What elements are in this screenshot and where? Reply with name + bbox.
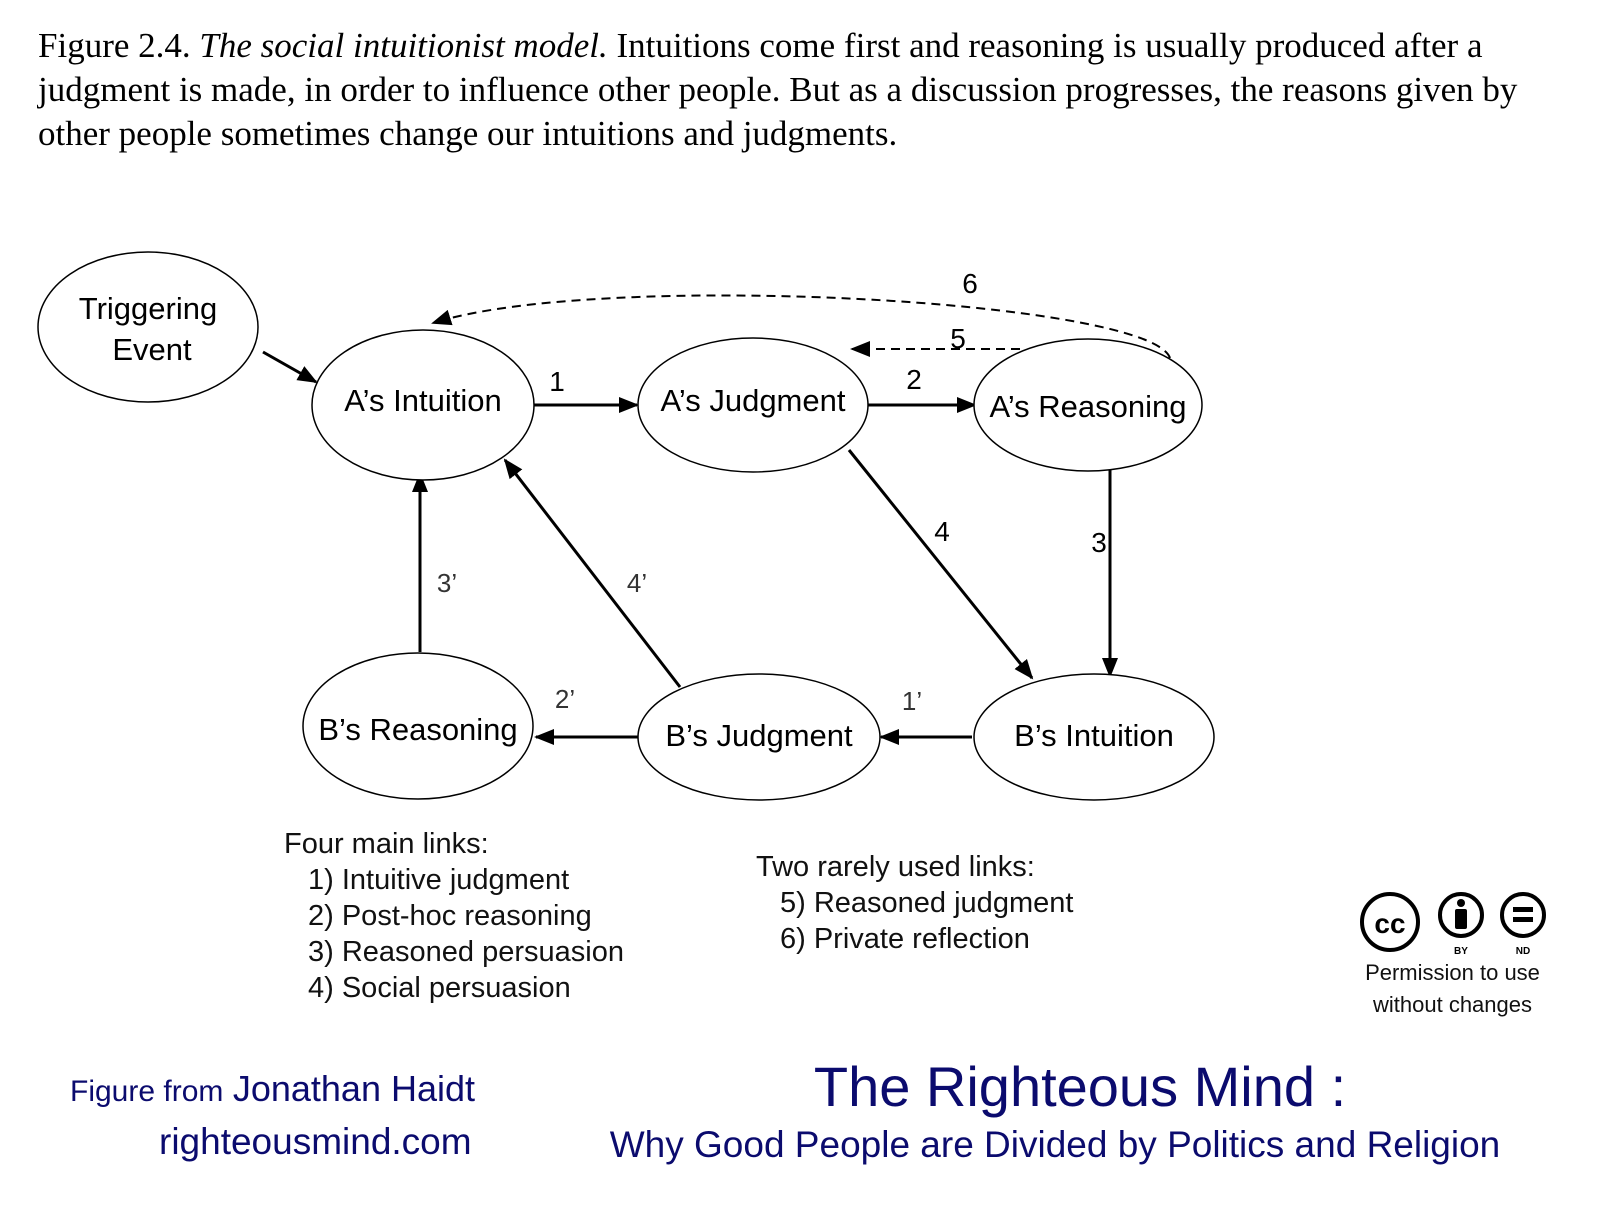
node-triggering-event: Triggering Event [37,251,259,403]
node-a-reasoning: A’s Reasoning [973,338,1203,472]
license-line-2: without changes [1373,992,1532,1017]
credit-prefix: Figure from [70,1075,224,1108]
figure-title: The social intuitionist model. [199,26,608,65]
node-b-intuition: B’s Intuition [973,673,1215,801]
edge-6-a-reasoning-to-a-intuition [431,294,1171,359]
legend-main-item: 2) Post-hoc reasoning [308,900,592,932]
legend-main-item: 1) Intuitive judgment [308,864,570,896]
node-b-reasoning: B’s Reasoning [302,652,534,800]
cc-nd-label: ND [1516,946,1530,957]
credit-line-author: Figure from Jonathan Haidt [70,1064,475,1117]
legend-rare-item: 5) Reasoned judgment [780,887,1074,919]
cc-by-label: BY [1454,946,1468,957]
edge-trigger-to-a-intuition [262,350,318,384]
book-subtitle: Why Good People are Divided by Politics … [609,1124,1501,1165]
node-triggering-label-1: Triggering [79,291,217,326]
node-b-reasoning-label: B’s Reasoning [318,712,517,747]
figure-credit: Figure from Jonathan Haidt righteousmind… [70,1064,475,1167]
node-b-judgment-label: B’s Judgment [665,718,853,753]
license-line-1: Permission to use [1365,960,1540,985]
figure-caption: Figure 2.4. The social intuitionist mode… [38,24,1578,156]
legend-rare-title: Two rarely used links: [756,851,1035,883]
node-a-intuition-label: A’s Intuition [344,383,501,418]
link-label-3-prime: 3’ [437,568,457,598]
node-a-judgment: A’s Judgment [637,337,869,473]
figure-number: Figure 2.4. [38,26,191,65]
node-a-reasoning-label: A’s Reasoning [989,389,1186,424]
license-text: Permission to use without changes [1340,957,1565,1021]
person-icon [1457,899,1465,907]
link-label-1: 1 [549,366,565,397]
link-label-4: 4 [934,516,950,547]
link-label-2-prime: 2’ [555,684,575,714]
legend-main-item: 3) Reasoned persuasion [308,936,624,968]
legend-rare-item: 6) Private reflection [780,923,1030,955]
link-label-2: 2 [906,364,922,395]
legend-rare-links: Two rarely used links: 5) Reasoned judgm… [756,849,1073,957]
legend-main-title: Four main links: [284,828,489,860]
edge-4p-b-judgment-to-a-intuition [503,458,682,688]
link-label-1-prime: 1’ [902,686,922,716]
legend-main-item: 4) Social persuasion [308,972,571,1004]
book-title: The Righteous Mind : [813,1055,1347,1118]
link-label-6: 6 [962,268,978,299]
legend-main-links: Four main links: 1) Intuitive judgment 2… [284,826,624,1006]
credit-site: righteousmind.com [159,1121,472,1162]
link-label-4-prime: 4’ [627,568,647,598]
figure-description: Intuitions come first and reasoning is u… [38,26,1518,153]
book-title-block: The Righteous Mind : Why Good People are… [600,1052,1510,1168]
link-label-5: 5 [950,323,966,354]
node-b-judgment: B’s Judgment [637,673,881,801]
equals-icon [1513,907,1533,912]
credit-author: Jonathan Haidt [232,1068,476,1109]
node-triggering-label-2: Event [112,332,192,367]
link-label-3: 3 [1091,527,1107,558]
node-a-judgment-label: A’s Judgment [661,383,846,418]
node-b-intuition-label: B’s Intuition [1014,718,1174,753]
edge-4-a-judgment-to-b-intuition [847,449,1034,680]
cc-license-badge: cc BY ND [1360,892,1546,957]
cc-icon: cc [1374,908,1405,939]
node-a-intuition: A’s Intuition [311,329,535,481]
